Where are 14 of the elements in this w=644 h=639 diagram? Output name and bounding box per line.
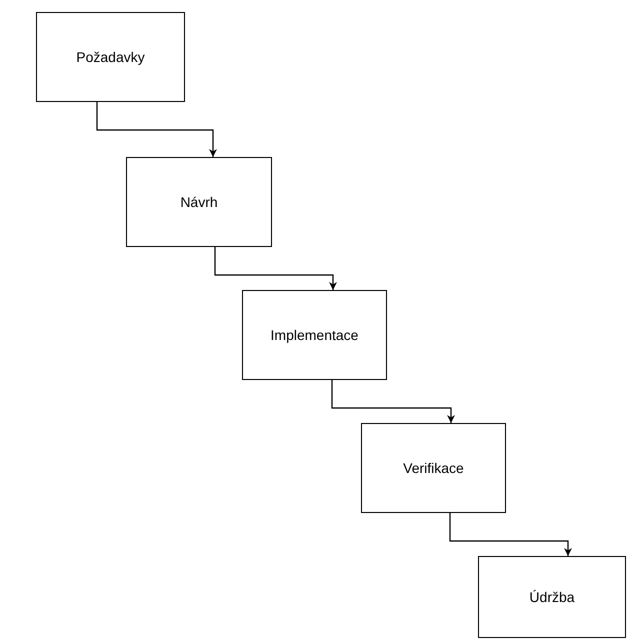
process-box	[126, 157, 272, 247]
process-box	[242, 290, 387, 380]
box-label: Implementace	[270, 327, 358, 343]
process-box	[478, 556, 626, 638]
process-box	[36, 12, 185, 102]
arrow	[214, 247, 337, 290]
process-box	[361, 423, 506, 513]
box-label: Návrh	[180, 194, 218, 210]
arrow	[449, 513, 572, 556]
box-label: Údržba	[529, 589, 575, 605]
arrow	[331, 380, 455, 423]
box-label: Verifikace	[403, 460, 464, 476]
box-label: Požadavky	[76, 49, 145, 65]
arrow	[96, 102, 217, 157]
